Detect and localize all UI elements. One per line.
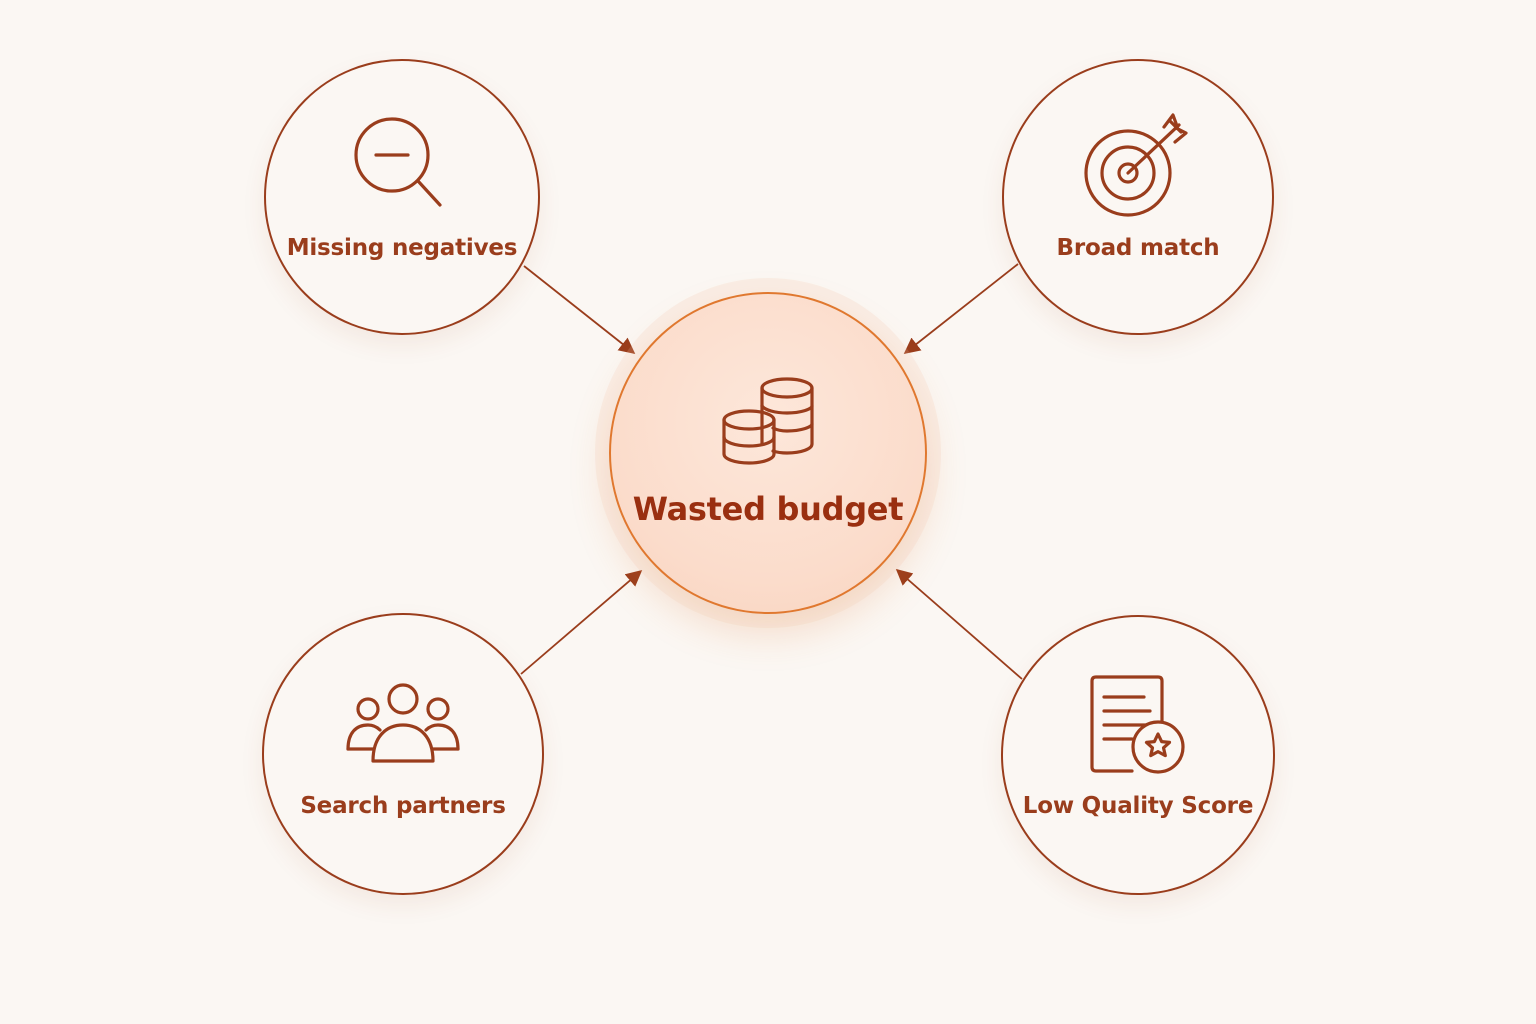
edge-missing-negatives — [523, 265, 636, 355]
edge-low-quality-score — [895, 568, 1023, 680]
target-icon — [1083, 108, 1193, 222]
search-minus-icon — [354, 117, 450, 217]
node-label: Broad match — [1056, 235, 1220, 261]
edge-search-partners — [520, 569, 643, 675]
node-label: Missing negatives — [286, 235, 518, 261]
coins-stack-icon — [721, 376, 815, 470]
center-label: Wasted budget — [632, 490, 904, 528]
edge-broad-match — [903, 263, 1019, 355]
people-group-icon — [346, 683, 460, 769]
node-label: Low Quality Score — [1022, 793, 1254, 819]
node-missing-negatives: Missing negatives — [264, 59, 540, 335]
node-broad-match: Broad match — [1002, 59, 1274, 335]
node-low-quality-score: Low Quality Score — [1001, 615, 1275, 895]
node-wasted-budget: Wasted budget — [609, 292, 927, 614]
node-search-partners: Search partners — [262, 613, 544, 895]
document-star-icon — [1088, 673, 1188, 781]
node-label: Search partners — [300, 793, 506, 819]
